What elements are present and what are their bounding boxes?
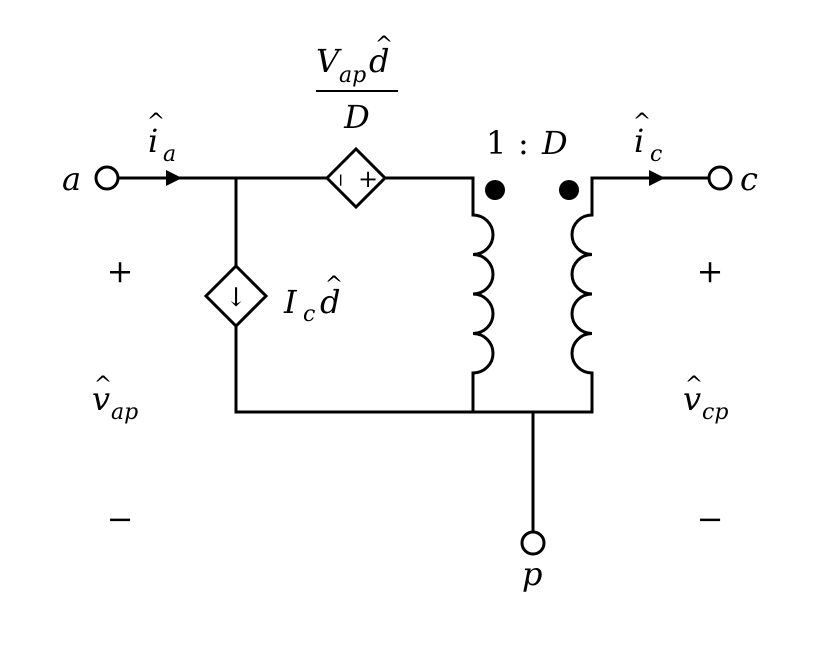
svg-text:ap: ap [339, 63, 366, 88]
voltage-label-vap: ^ v ap [92, 373, 138, 425]
svg-text:ap: ap [111, 400, 138, 425]
svg-text:v: v [683, 380, 701, 418]
vcp-minus: − [697, 500, 724, 538]
transformer-ratio-label: 1 : D [486, 124, 568, 162]
svg-text:1: 1 [486, 124, 506, 162]
svg-text:cp: cp [702, 400, 728, 425]
svg-text:c: c [650, 142, 662, 167]
current-source-arrow-icon: ↓ [225, 283, 247, 313]
primary-winding [471, 213, 495, 375]
svg-text:v: v [92, 380, 110, 418]
svg-text:^: ^ [94, 373, 112, 398]
vcp-plus: + [697, 252, 724, 290]
svg-text:D: D [343, 98, 370, 136]
voltage-source-label: V ap d ^ D [316, 33, 398, 136]
svg-text:c: c [303, 302, 315, 327]
svg-text::: : [518, 124, 529, 162]
terminal-c-label: c [740, 160, 758, 198]
vap-plus: + [107, 252, 134, 290]
svg-text:^: ^ [325, 273, 343, 298]
svg-text:^: ^ [147, 110, 165, 135]
current-label-ic: ^ i c [633, 110, 663, 167]
svg-text:i: i [148, 122, 158, 160]
voltage-label-vcp: ^ v cp [683, 373, 728, 425]
terminal-p-label: p [522, 555, 542, 593]
vsource-plus: + [358, 165, 378, 193]
dependent-voltage-source: − + [324, 146, 388, 210]
secondary-polarity-dot [559, 180, 579, 200]
dependent-current-source: ↓ [203, 263, 269, 329]
svg-text:D: D [541, 124, 568, 162]
current-label-ia: ^ i a [147, 110, 176, 167]
svg-text:I: I [283, 283, 298, 321]
terminal-p-circle [520, 530, 546, 556]
svg-text:d: d [320, 283, 340, 321]
svg-text:^: ^ [375, 33, 393, 58]
current-arrow-ia [166, 170, 182, 186]
secondary-winding [570, 213, 594, 375]
primary-polarity-dot [485, 180, 505, 200]
svg-text:V: V [316, 42, 342, 80]
current-source-label: I c d ^ [283, 273, 343, 327]
svg-text:a: a [163, 142, 176, 167]
svg-text:^: ^ [633, 110, 651, 135]
wires [117, 176, 710, 534]
terminal-a-circle [94, 165, 120, 191]
svg-text:d: d [369, 42, 389, 80]
terminal-a-label: a [62, 160, 81, 198]
terminal-c-circle [707, 165, 733, 191]
svg-text:i: i [634, 122, 644, 160]
vsource-minus: − [330, 172, 351, 187]
vap-minus: − [107, 500, 134, 538]
svg-text:^: ^ [685, 373, 703, 398]
current-arrow-ic [649, 170, 665, 186]
